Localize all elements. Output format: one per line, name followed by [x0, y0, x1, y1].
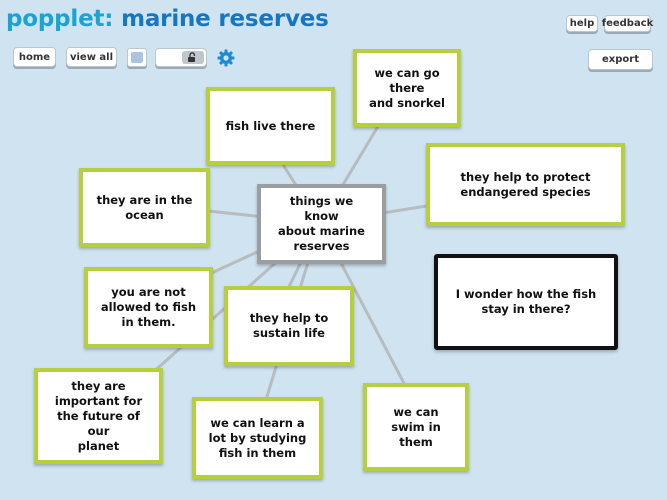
view-all-button[interactable]: view all	[66, 47, 117, 67]
popplet-sustain-life[interactable]: they help to sustain life	[224, 286, 354, 366]
text-line: they are in the	[96, 192, 193, 207]
text-line: about marine	[278, 224, 365, 238]
text-line: stay in there?	[481, 302, 571, 316]
text-line: reserves	[293, 239, 350, 253]
popplet-not-allowed-to-fish[interactable]: you are not allowed to fish in them.	[84, 267, 213, 348]
text-line: fish live there	[225, 118, 316, 133]
text-line: we can learn a	[210, 415, 305, 430]
gear-icon[interactable]	[216, 48, 236, 68]
popplet-text: they are important for the future of our…	[48, 379, 149, 454]
popplet-fish-live-there[interactable]: fish live there	[206, 87, 335, 165]
popplet-text: I wonder how the fish stay in there?	[456, 287, 596, 317]
popplet-text: they help to sustain life	[250, 311, 329, 341]
popplet-endangered[interactable]: they help to protect endangered species	[426, 143, 625, 226]
brand-name: popplet:	[6, 6, 114, 32]
text-line: we can go there	[374, 65, 440, 95]
popplet-learn[interactable]: we can learn a lot by studying fish in t…	[192, 397, 323, 479]
color-swatch-button[interactable]	[127, 48, 147, 67]
text-line: we can swim in	[391, 404, 441, 434]
board-title: marine reserves	[121, 6, 329, 32]
popplet-text: we can learn a lot by studying fish in t…	[209, 416, 307, 461]
text-line: important for	[54, 393, 143, 408]
popplet-text: they are in the ocean	[97, 193, 193, 223]
lock-toggle-knob[interactable]	[182, 51, 204, 64]
text-line: they help to protect	[460, 169, 591, 184]
color-swatch-icon	[131, 52, 143, 63]
text-line: allowed to fish	[100, 300, 197, 314]
popplet-text: we can swim in them	[377, 405, 455, 450]
popplet-ocean[interactable]: they are in the ocean	[79, 168, 210, 247]
text-line: them	[399, 434, 433, 449]
text-line: things we know	[289, 194, 354, 223]
text-line: I wonder how the fish	[455, 287, 597, 301]
text-line: sustain life	[253, 326, 325, 340]
lock-icon	[188, 52, 196, 62]
text-line: endangered species	[460, 184, 591, 199]
popplet-text: they help to protect endangered species	[460, 170, 590, 200]
text-line: fish in them	[218, 445, 297, 460]
feedback-button[interactable]: feedback	[602, 15, 653, 32]
text-line: they are	[71, 378, 126, 393]
popplet-swim[interactable]: we can swim in them	[363, 383, 469, 471]
popplet-text: you are not allowed to fish in them.	[101, 285, 196, 330]
export-button[interactable]: export	[588, 49, 653, 70]
text-line: and snorkel	[369, 95, 445, 110]
lock-toggle[interactable]	[155, 48, 207, 67]
text-line: lot by studying	[208, 430, 307, 445]
help-button[interactable]: help	[566, 15, 598, 32]
popplet-text: things we know about marine reserves	[271, 194, 372, 254]
popplet-wonder[interactable]: I wonder how the fish stay in there?	[434, 254, 618, 350]
popplet-center-topic[interactable]: things we know about marine reserves	[257, 184, 386, 264]
text-line: ocean	[125, 207, 164, 222]
text-line: the future of our	[57, 408, 140, 438]
popplet-snorkel[interactable]: we can go there and snorkel	[353, 49, 461, 127]
text-line: you are not	[111, 285, 186, 299]
text-line: in them.	[121, 315, 176, 329]
text-line: planet	[77, 438, 120, 453]
app-title: popplet: marine reserves	[6, 6, 329, 32]
text-line: they help to	[249, 311, 329, 325]
popplet-text: we can go there and snorkel	[367, 66, 447, 111]
popplet-text: fish live there	[226, 119, 316, 134]
home-button[interactable]: home	[13, 47, 56, 67]
popplet-future[interactable]: they are important for the future of our…	[34, 368, 163, 464]
